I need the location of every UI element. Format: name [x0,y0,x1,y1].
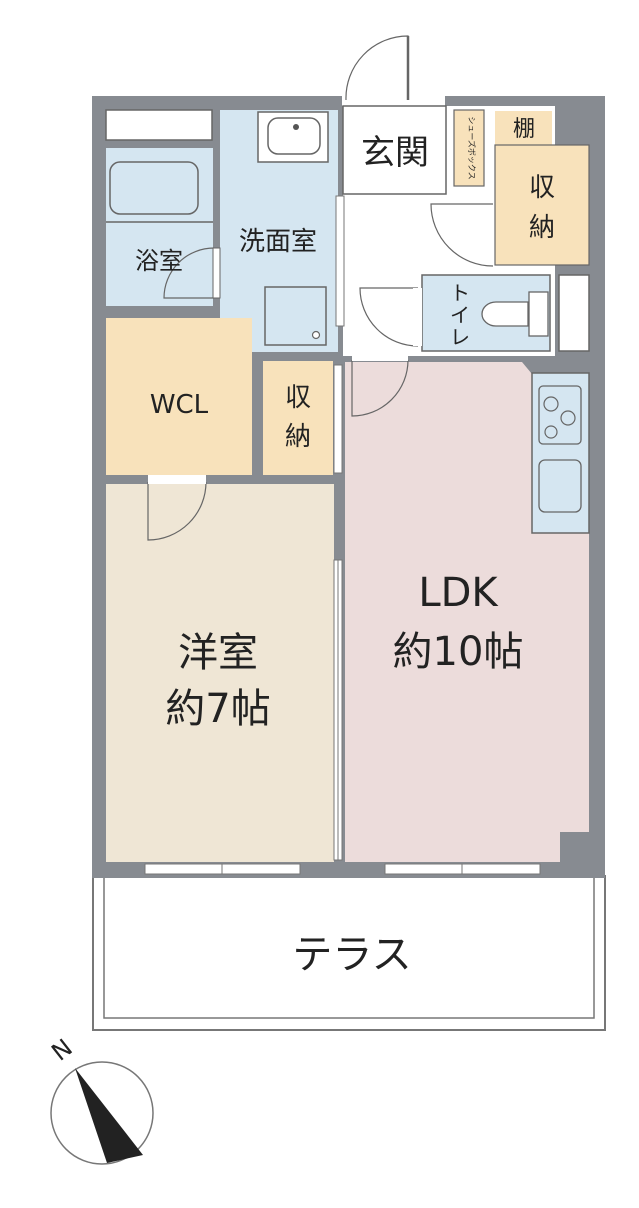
toilet-label-1: ト [450,281,470,305]
western-room-size: 約7帖 [165,686,270,732]
storage-ne-label-1: 収 [529,173,555,203]
shoes-box-label: シューズボックス [467,116,477,179]
terrace-label: テラス [292,932,411,978]
burner-1 [543,396,559,412]
ldk-door-gap [352,352,408,361]
toilet-label-3: レ [450,325,470,349]
toilet-bowl [481,301,529,327]
terrace-inner [103,875,595,1019]
toilet-door-gap [413,288,422,346]
entrance-notch [342,84,445,106]
bath-label: 浴室 [135,247,183,275]
shoes-box [453,109,485,187]
toilet-wall-cabinet [558,274,590,352]
tana-label: 棚 [513,117,535,142]
toilet-door-swing [359,287,419,347]
storage-mid-label-1: 収 [285,383,311,413]
storage-ne-door-swing [430,203,494,267]
bathtub [109,161,199,215]
ldk-room [345,362,589,862]
genkan-label: 玄関 [361,133,429,173]
storage-mid-room [263,361,333,475]
ldk-name: LDK [418,570,499,616]
storage-sliding-door [333,364,343,474]
washing-machine-drain [311,330,321,340]
ldk-size: 約10帖 [393,629,524,675]
western-door-swing [147,481,207,541]
bath-door-gap [212,247,221,299]
western-room-name: 洋室 [178,630,258,676]
storage-ne-room [494,144,590,266]
ldk-door-swing [351,359,409,417]
wcl-label: WCL [150,390,209,420]
stove [538,385,582,445]
toilet-tank [528,291,549,337]
entrance-door-swing [345,35,409,101]
washroom-label: 洗面室 [239,227,317,257]
storage-mid-label-2: 納 [285,422,311,452]
toilet-label-2: イ [450,303,470,327]
compass-needle [75,1068,143,1163]
top-shelf [105,109,213,141]
tana-shelf [495,111,552,145]
wcl-room [106,318,252,475]
wash-basin-drain [293,124,299,130]
burner-3 [544,425,558,439]
compass: N [46,1033,154,1165]
genkan-floor [342,105,447,195]
storage-ne-label-2: 納 [529,213,555,243]
kitchen-sink [538,459,582,513]
western-room [106,484,334,862]
compass-north-label: N [46,1033,77,1066]
western-door-gap [148,475,206,484]
wash-basin-bowl [267,117,321,155]
wash-sliding-door [335,195,345,327]
bath-door-swing [163,247,215,299]
burner-2 [560,410,576,426]
